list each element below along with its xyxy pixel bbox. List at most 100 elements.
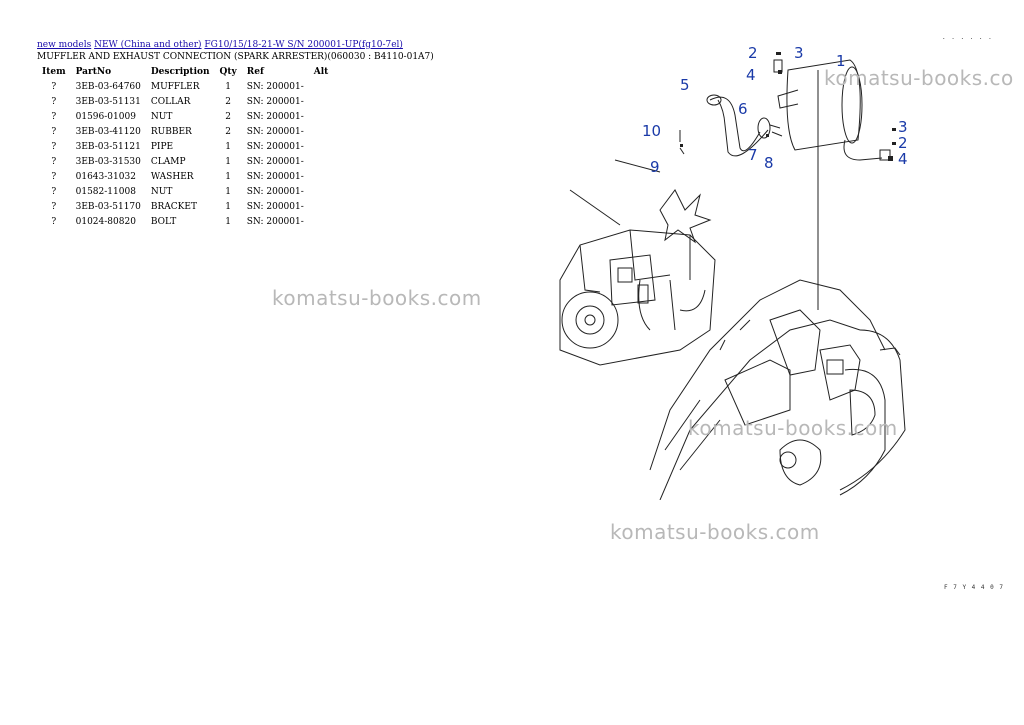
- cell-alt: [309, 200, 334, 215]
- cell-item: ?: [51, 157, 57, 167]
- cell-qty: 2: [225, 112, 232, 122]
- watermark-top: komatsu-books.co: [824, 66, 1014, 90]
- callout-2: 2: [748, 44, 758, 62]
- column-header-item: Item: [42, 67, 66, 77]
- cell-item: ?: [51, 97, 57, 107]
- cell-description: COLLAR: [150, 97, 191, 107]
- cell-alt: [309, 185, 334, 200]
- cell-alt: [309, 110, 334, 125]
- cell-qty: 1: [225, 172, 232, 182]
- cell-alt: [309, 155, 334, 170]
- cell-part-no: 3EB-03-51121: [75, 142, 141, 152]
- table-row: ? 01596-01009 NUT 2 SN: 200001-: [37, 110, 333, 125]
- callout-1: 1: [836, 52, 846, 70]
- cell-part-no: 3EB-03-51131: [75, 97, 141, 107]
- cell-ref: SN: 200001-: [246, 202, 304, 212]
- parts-table: Item PartNo Description Qty Ref Alt ? 3EB…: [37, 66, 333, 230]
- cell-description: NUT: [150, 187, 173, 197]
- breadcrumb-link-new-models[interactable]: new models: [37, 40, 92, 50]
- exhaust-pipe-part: [679, 94, 783, 157]
- cell-qty: 1: [225, 217, 232, 227]
- cell-part-no: 01024-80820: [75, 217, 136, 227]
- cell-part-no: 3EB-03-51170: [75, 202, 141, 212]
- column-header-partno: PartNo: [75, 67, 112, 77]
- cell-ref: SN: 200001-: [246, 97, 304, 107]
- cell-qty: 2: [225, 127, 232, 137]
- cell-description: NUT: [150, 112, 173, 122]
- cell-qty: 1: [225, 202, 232, 212]
- cell-ref: SN: 200001-: [246, 142, 304, 152]
- cell-qty: 1: [225, 142, 232, 152]
- callout-7: 7: [748, 146, 758, 164]
- cell-item: ?: [51, 82, 57, 92]
- chassis-frame: [649, 279, 906, 500]
- callout-3: 3: [794, 44, 804, 62]
- callout-4: 4: [746, 66, 756, 84]
- cell-ref: SN: 200001-: [246, 127, 304, 137]
- cell-description: WASHER: [150, 172, 194, 182]
- column-header-alt: Alt: [313, 67, 329, 77]
- callout-4: 4: [898, 150, 908, 168]
- watermark-middle: komatsu-books.com: [272, 286, 482, 310]
- cell-qty: 2: [225, 97, 232, 107]
- cell-qty: 1: [225, 187, 232, 197]
- callout-8: 8: [764, 154, 774, 172]
- callout-2: 2: [898, 134, 908, 152]
- cell-alt: [309, 80, 334, 95]
- cell-description: BOLT: [150, 217, 177, 227]
- column-header-description: Description: [150, 67, 210, 77]
- muffler-part: [773, 59, 891, 161]
- table-row: ? 01582-11008 NUT 1 SN: 200001-: [37, 185, 333, 200]
- callout-9: 9: [650, 158, 660, 176]
- cell-alt: [309, 125, 334, 140]
- engine-assembly: [559, 189, 716, 366]
- table-row: ? 3EB-03-51131 COLLAR 2 SN: 200001-: [37, 95, 333, 110]
- breadcrumb-link-new-china-and-other[interactable]: NEW (China and other): [94, 40, 202, 50]
- corner-code-top: . . . . . .: [942, 34, 993, 41]
- cell-alt: [309, 215, 334, 230]
- table-header-row: Item PartNo Description Qty Ref Alt: [37, 66, 333, 80]
- breadcrumb: new models NEW (China and other) FG10/15…: [37, 40, 403, 50]
- callout-3: 3: [898, 118, 908, 136]
- cell-description: PIPE: [150, 142, 174, 152]
- breadcrumb-link-model[interactable]: FG10/15/18-21-W S/N 200001-UP(fg10-7el): [204, 40, 403, 50]
- cell-ref: SN: 200001-: [246, 112, 304, 122]
- cell-part-no: 01582-11008: [75, 187, 136, 197]
- column-header-qty: Qty: [219, 67, 237, 77]
- cell-ref: SN: 200001-: [246, 157, 304, 167]
- callout-6: 6: [738, 100, 748, 118]
- cell-item: ?: [51, 217, 57, 227]
- cell-description: CLAMP: [150, 157, 186, 167]
- cell-part-no: 3EB-03-31530: [75, 157, 141, 167]
- page-title: MUFFLER AND EXHAUST CONNECTION (SPARK AR…: [37, 52, 434, 62]
- cell-item: ?: [51, 142, 57, 152]
- cell-ref: SN: 200001-: [246, 172, 304, 182]
- cell-item: ?: [51, 172, 57, 182]
- watermark-right: komatsu-books.com: [688, 416, 898, 440]
- cell-alt: [309, 140, 334, 155]
- corner-code-bottom: F 7 Y 4 4 0 7: [944, 584, 1004, 591]
- cell-part-no: 3EB-03-64760: [75, 82, 141, 92]
- cell-alt: [309, 170, 334, 185]
- cell-ref: SN: 200001-: [246, 187, 304, 197]
- cell-part-no: 3EB-03-41120: [75, 127, 141, 137]
- cell-item: ?: [51, 112, 57, 122]
- cell-description: BRACKET: [150, 202, 197, 212]
- cell-item: ?: [51, 127, 57, 137]
- cell-qty: 1: [225, 82, 232, 92]
- cell-ref: SN: 200001-: [246, 82, 304, 92]
- column-header-ref: Ref: [246, 67, 264, 77]
- cell-part-no: 01596-01009: [75, 112, 136, 122]
- cell-item: ?: [51, 187, 57, 197]
- table-row: ? 3EB-03-51121 PIPE 1 SN: 200001-: [37, 140, 333, 155]
- callout-10: 10: [642, 122, 661, 140]
